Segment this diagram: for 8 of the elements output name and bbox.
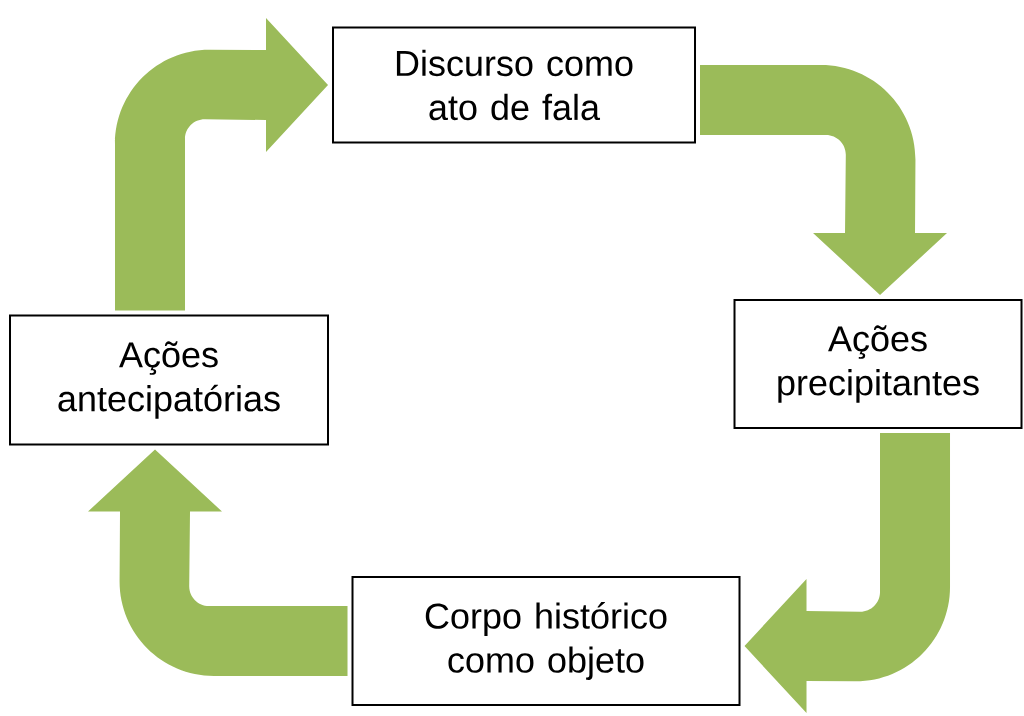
bent-arrow: [115, 18, 328, 311]
bent-arrow: [88, 449, 348, 676]
text-box: Ações antecipatórias: [9, 314, 329, 446]
bent-arrow: [700, 65, 947, 295]
text-box: Discurso como ato de fala: [332, 26, 696, 144]
text-box: Ações precipitantes: [733, 299, 1023, 429]
text-box: Corpo histórico como objeto: [351, 576, 741, 706]
bent-arrow: [744, 433, 950, 713]
